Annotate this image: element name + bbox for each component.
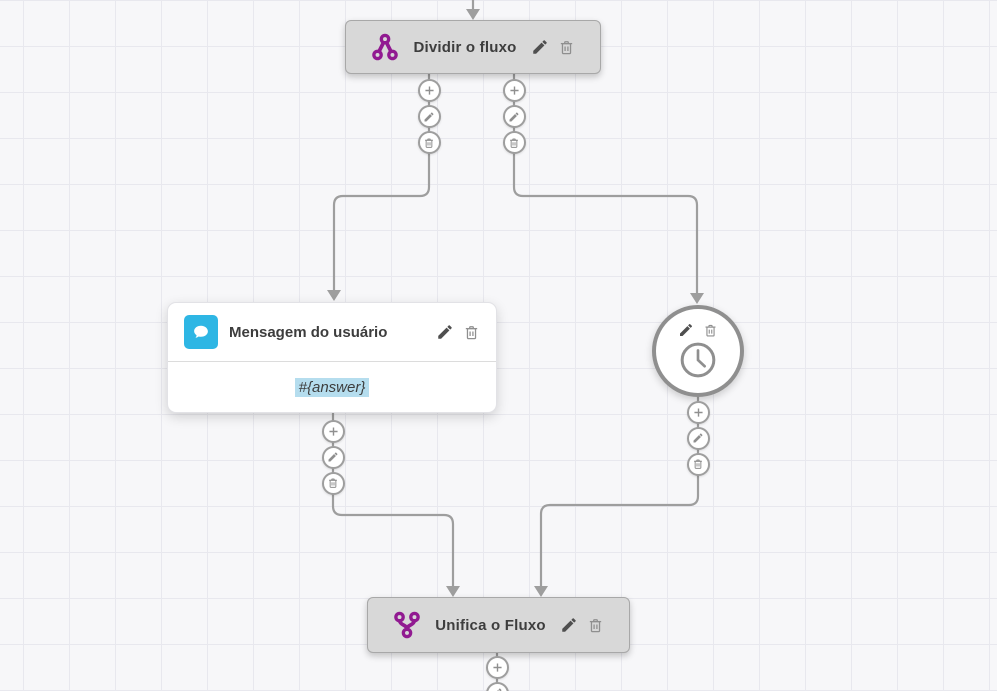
node-title: Mensagem do usuário: [229, 323, 388, 341]
delete-node-button[interactable]: [703, 323, 718, 338]
trash-icon: [692, 458, 704, 470]
merge-flow-icon: [393, 611, 421, 639]
delete-connector-button[interactable]: [686, 452, 710, 476]
arrowhead: [690, 293, 704, 304]
connector-actions: [321, 419, 345, 495]
delete-connector-button[interactable]: [417, 131, 441, 154]
node-timer[interactable]: [652, 305, 744, 397]
edit-node-button[interactable]: [531, 38, 549, 56]
node-user-message[interactable]: Mensagem do usuário #{answer}: [167, 302, 497, 413]
pencil-icon: [508, 111, 520, 123]
edit-connector-button[interactable]: [417, 105, 441, 128]
node-body: #{answer}: [168, 362, 496, 412]
plus-icon: [508, 84, 521, 97]
add-block-button[interactable]: [417, 79, 441, 102]
node-title: Dividir o fluxo: [413, 38, 517, 56]
clock-icon: [678, 340, 718, 380]
pencil-icon: [423, 111, 435, 123]
node-divide-flow[interactable]: Dividir o fluxo: [345, 20, 601, 74]
connector-actions: [485, 655, 509, 691]
delete-node-button[interactable]: [558, 39, 575, 56]
add-block-button[interactable]: [502, 79, 526, 102]
pencil-icon: [692, 432, 704, 444]
edit-node-button[interactable]: [678, 322, 694, 338]
connector: [332, 74, 431, 290]
arrowhead: [446, 586, 460, 597]
pencil-icon: [327, 451, 339, 463]
edit-connector-button[interactable]: [686, 426, 710, 450]
plus-icon: [423, 84, 436, 97]
connector: [331, 413, 455, 586]
node-header: Mensagem do usuário: [168, 303, 496, 362]
plus-icon: [327, 425, 340, 438]
delete-node-button[interactable]: [463, 324, 480, 341]
add-block-button[interactable]: [321, 419, 345, 443]
edit-connector-button[interactable]: [321, 445, 345, 469]
trash-icon: [327, 477, 339, 489]
chat-bubble-icon: [184, 315, 218, 349]
edit-node-button[interactable]: [560, 616, 578, 634]
trash-icon: [423, 137, 435, 149]
variable-chip[interactable]: #{answer}: [294, 377, 370, 397]
edit-node-button[interactable]: [436, 323, 454, 341]
arrowhead: [327, 290, 341, 301]
node-merge-flow[interactable]: Unifica o Fluxo: [367, 597, 630, 653]
connector: [539, 397, 700, 586]
split-flow-icon: [371, 33, 399, 61]
connector-actions: [686, 400, 710, 476]
pencil-icon: [491, 687, 503, 691]
add-block-button[interactable]: [686, 400, 710, 424]
delete-connector-button[interactable]: [502, 131, 526, 154]
arrowhead: [466, 9, 480, 20]
delete-node-button[interactable]: [587, 617, 604, 634]
trash-icon: [508, 137, 520, 149]
node-actions: [678, 322, 718, 338]
branch-actions-left: [417, 79, 441, 154]
edit-connector-button[interactable]: [502, 105, 526, 128]
plus-icon: [491, 661, 504, 674]
connector: [512, 74, 699, 293]
arrowhead: [534, 586, 548, 597]
node-title: Unifica o Fluxo: [435, 616, 546, 634]
plus-icon: [692, 406, 705, 419]
add-block-button[interactable]: [485, 655, 509, 679]
branch-actions-right: [502, 79, 526, 154]
edit-connector-button[interactable]: [485, 681, 509, 691]
delete-connector-button[interactable]: [321, 471, 345, 495]
